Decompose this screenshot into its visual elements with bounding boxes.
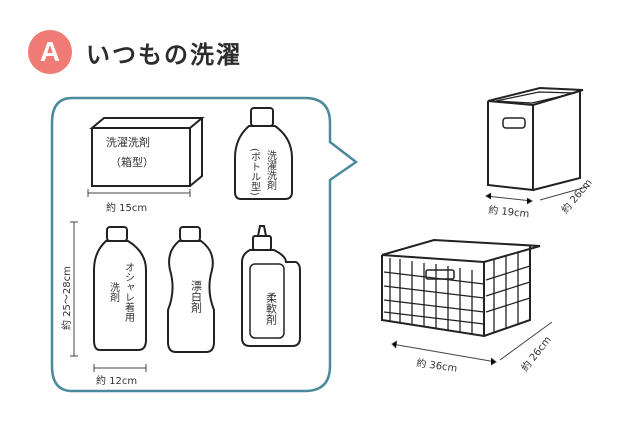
bottle-height-dimension [70, 221, 78, 357]
basket-width-label: 約 36cm [416, 356, 459, 375]
fashion-detergent-label-line2: 洗剤 [108, 282, 120, 303]
wire-basket [381, 238, 541, 338]
section-title: いつもの洗濯 [86, 40, 242, 69]
box-width-label: 約 15cm [106, 201, 147, 214]
bottle-detergent [234, 107, 293, 200]
bleach-label: 漂白剤 [190, 280, 203, 314]
bottle-height-label: 約 25〜28cm [60, 266, 73, 330]
powder-detergent-label: 洗濯洗剤 [106, 135, 150, 149]
softener-bottle [241, 225, 301, 347]
fashion-detergent-label-line1: オシャレ着用 [123, 262, 135, 323]
svg-text:(ボトル型): (ボトル型) [249, 148, 261, 196]
bottle-width-dimension [93, 364, 147, 372]
bottle-detergent-label: 洗濯洗剤 (ボトル型) [249, 148, 277, 196]
bleach-bottle [167, 226, 215, 353]
basket-width-dimension [391, 340, 497, 366]
box-width-dimension [87, 189, 191, 197]
section-header: A いつもの洗濯 [28, 30, 242, 74]
bottle-width-label: 約 12cm [96, 374, 137, 387]
basket-depth-label: 約 26cm [518, 333, 554, 373]
powder-detergent-sublabel: （箱型） [110, 155, 154, 169]
storage-box-width-label: 約 19cm [488, 203, 530, 220]
storage-box-width-dimension [485, 192, 533, 205]
speech-bubble [50, 96, 359, 393]
fashion-detergent-bottle [93, 226, 147, 351]
storage-box-depth-dimension [539, 185, 591, 201]
powder-detergent-box [89, 117, 205, 187]
storage-box [487, 86, 584, 192]
softener-label: 柔軟剤 [265, 292, 278, 326]
svg-text:洗濯洗剤: 洗濯洗剤 [265, 150, 277, 191]
basket-depth-dimension [499, 321, 553, 361]
section-badge: A [28, 30, 72, 74]
